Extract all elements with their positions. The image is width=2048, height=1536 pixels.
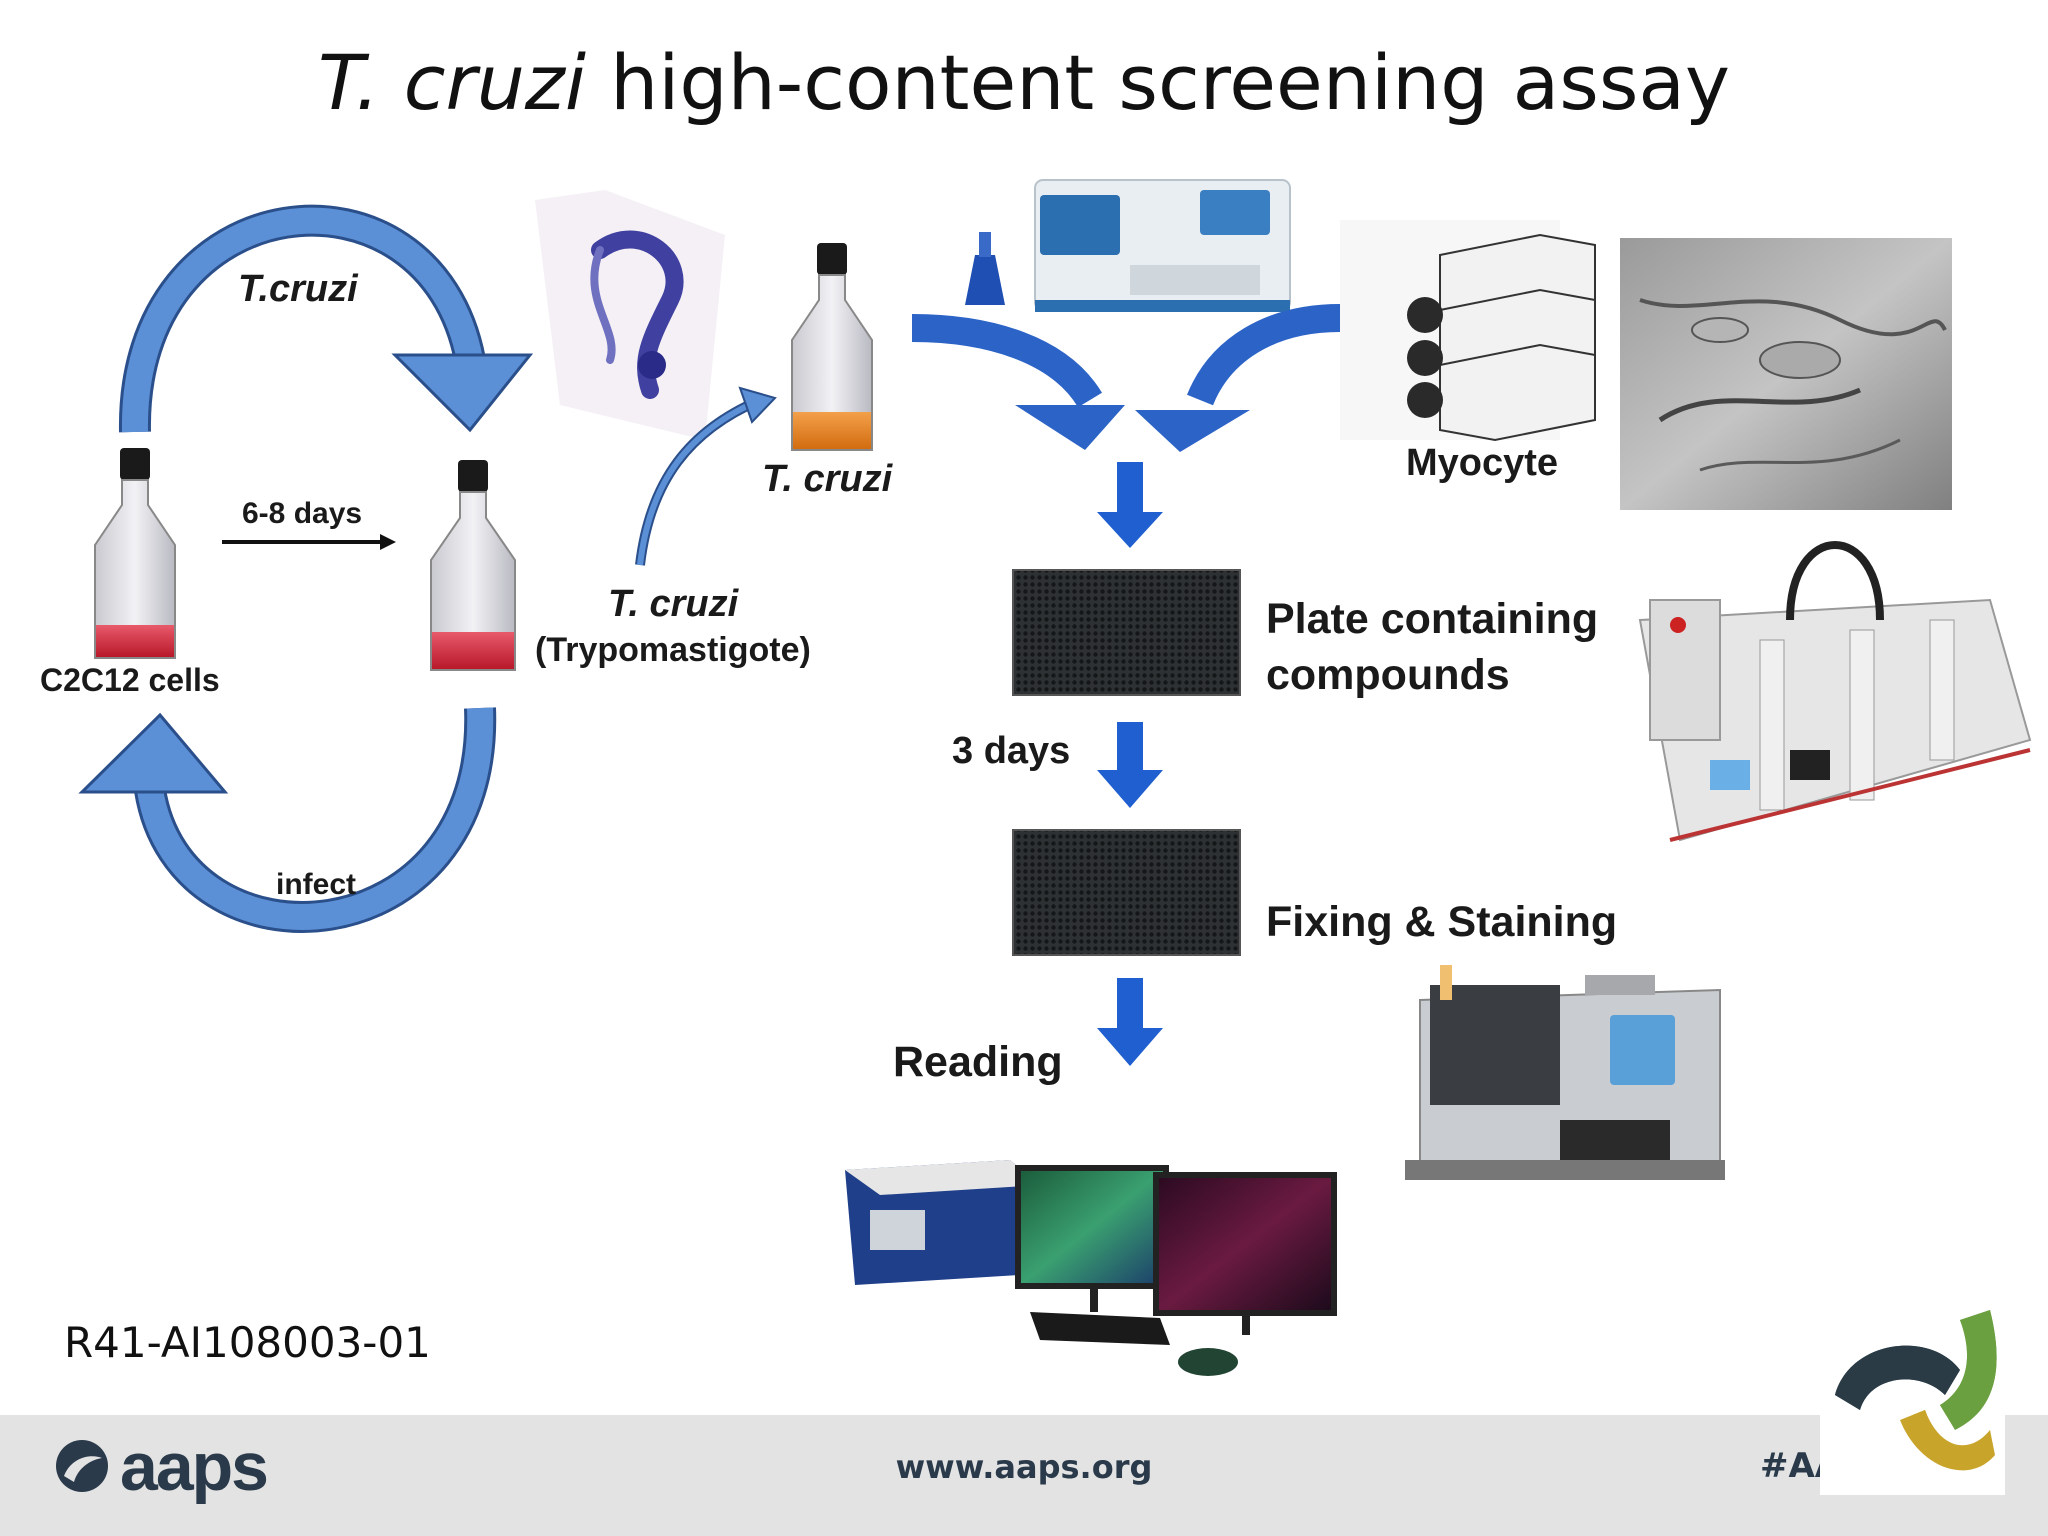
converging-arrows [911, 304, 1341, 452]
parasite-image [535, 190, 725, 440]
label-myocyte: Myocyte [1406, 442, 1559, 484]
label-3-days: 3 days [952, 730, 1071, 772]
stacked-flasks [1340, 220, 1596, 442]
down-arrow-2 [1097, 722, 1163, 808]
title-rest: high-content screening assay [585, 38, 1730, 127]
dispenser-instrument [965, 179, 1291, 312]
arrow-to-orange-flask [635, 386, 777, 566]
myocyte-micrograph [1620, 238, 1952, 510]
arrow-6-8-days [222, 534, 396, 550]
label-infect: infect [276, 868, 357, 901]
top-curved-arrow [118, 204, 534, 433]
flask-c2c12 [94, 448, 176, 659]
bottom-curved-arrow [78, 707, 497, 933]
down-arrow-3 [1097, 978, 1163, 1066]
plate-1 [1012, 569, 1241, 696]
label-tcruzi-trypomastigote: T. cruzi [608, 583, 739, 625]
flask-infected [430, 460, 516, 671]
label-6-8-days: 6-8 days [242, 497, 363, 530]
aaps-logo-text: aaps [120, 1429, 269, 1505]
label-trypomastigote: (Trypomastigote) [535, 631, 811, 669]
imaging-workstation [845, 1160, 1337, 1376]
title-italic: T. cruzi [318, 38, 586, 127]
label-fixing-staining: Fixing & Staining [1266, 898, 1618, 946]
aaps-logo-icon [52, 1436, 112, 1496]
label-reading: Reading [893, 1038, 1063, 1086]
footer-bar [0, 1415, 2048, 1536]
plate-2 [1012, 829, 1241, 956]
logo-backing [1820, 1415, 2005, 1495]
label-tcruzi-arc: T.cruzi [238, 268, 358, 310]
label-c2c12-cells: C2C12 cells [40, 662, 220, 698]
label-compounds: compounds [1266, 651, 1510, 699]
footer-url[interactable]: www.aaps.org [895, 1448, 1153, 1486]
slide-title: T. cruzi high-content screening assay [0, 38, 2048, 127]
liquid-handler-robot [1638, 541, 2032, 842]
washer-instrument [1405, 965, 1725, 1180]
down-arrow-1 [1097, 462, 1163, 548]
flask-tcruzi [791, 243, 873, 451]
label-plate-containing: Plate containing [1266, 595, 1599, 643]
label-tcruzi-flask: T. cruzi [762, 458, 893, 500]
grant-number: R41-AI108003-01 [64, 1318, 431, 1367]
